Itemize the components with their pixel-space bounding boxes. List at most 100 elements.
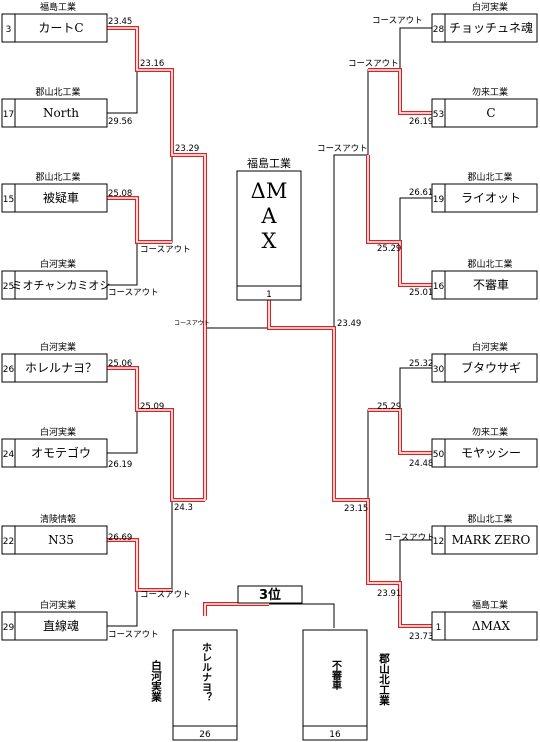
time-label: 25.01 bbox=[409, 288, 433, 298]
champion-name-line: A bbox=[260, 204, 277, 228]
school-name: 福島工業 bbox=[472, 599, 508, 611]
entry-box: 白河実業 24 オモテゴウ bbox=[1, 426, 108, 468]
school-name: 郡山北工業 bbox=[467, 513, 512, 525]
time-label: 25.29 bbox=[377, 244, 401, 254]
time-label: 25.29 bbox=[377, 402, 401, 412]
team-name: C bbox=[486, 106, 495, 120]
school-name: 勿来工業 bbox=[472, 426, 508, 438]
entry-box: 清陵情報 22 N35 bbox=[1, 513, 108, 555]
school-name: 郡山北工業 bbox=[467, 171, 512, 183]
time-label: 29.56 bbox=[108, 117, 132, 127]
entry-number: 28 bbox=[433, 25, 445, 35]
team-name: ライオット bbox=[461, 191, 521, 205]
course-out-label: コースアウト bbox=[174, 319, 210, 327]
time-label: 26.61 bbox=[409, 188, 433, 198]
right-entries: 白河実業 28 チョッチュネ魂 勿来工業 53 C 郡山北工業 19 ライオット… bbox=[431, 1, 538, 641]
time-label: 23.49 bbox=[337, 319, 361, 329]
time-label: 25.06 bbox=[108, 359, 132, 369]
entry-box: 白河実業 29 直線魂 bbox=[1, 599, 108, 641]
course-out-label: コースアウト bbox=[108, 288, 159, 298]
entry-number: 16 bbox=[433, 282, 445, 292]
school-name: 白河実業 bbox=[40, 599, 76, 611]
entry-number: 30 bbox=[433, 365, 445, 375]
school-name: 郡山北工業 bbox=[35, 86, 80, 98]
entry-number: 25 bbox=[3, 282, 14, 292]
time-label: 23.91 bbox=[377, 589, 401, 599]
school-name: 郡山北工業 bbox=[467, 258, 512, 270]
school-name: 清陵情報 bbox=[40, 513, 76, 525]
entry-number: 22 bbox=[3, 537, 14, 547]
school-name: 勿来工業 bbox=[472, 86, 508, 98]
time-label: 26.19 bbox=[108, 460, 132, 470]
team-name: MARK ZERO bbox=[452, 533, 531, 547]
third-left-name: ホレルナヨ？ bbox=[200, 642, 212, 702]
entry-number: 17 bbox=[3, 110, 14, 120]
time-label: 23.45 bbox=[108, 17, 132, 27]
entry-box: 勿来工業 53 C bbox=[431, 86, 538, 128]
entry-number: 53 bbox=[433, 110, 444, 120]
team-name: チョッチュネ魂 bbox=[449, 20, 533, 35]
course-out-label: コースアウト bbox=[348, 59, 399, 69]
team-name: オモテゴウ bbox=[31, 445, 91, 460]
time-label: 25.32 bbox=[409, 359, 433, 369]
team-name: 不審車 bbox=[473, 277, 509, 292]
entry-box: 郡山北工業 17 North bbox=[1, 86, 108, 128]
team-name: North bbox=[43, 106, 79, 120]
entry-box: 福島工業 1 ΔMAX bbox=[431, 599, 538, 641]
entry-number: 1 bbox=[436, 623, 442, 633]
team-name: ブタウサギ bbox=[461, 360, 521, 375]
entry-number: 26 bbox=[3, 365, 15, 375]
entry-box: 郡山北工業 19 ライオット bbox=[431, 171, 538, 213]
champion-school: 福島工業 bbox=[247, 156, 291, 170]
school-name: 白河実業 bbox=[472, 341, 508, 353]
champion-name-line: X bbox=[262, 229, 277, 253]
school-name: 白河実業 bbox=[40, 426, 76, 438]
course-out-label: コースアウト bbox=[384, 533, 435, 543]
time-label: 23.29 bbox=[175, 144, 199, 154]
entry-box: 郡山北工業 16 不審車 bbox=[431, 258, 538, 300]
time-label: 23.73 bbox=[409, 632, 433, 642]
time-label: 23.16 bbox=[140, 59, 164, 69]
entry-number: 15 bbox=[3, 195, 14, 205]
time-label: 23.15 bbox=[344, 504, 368, 514]
result-labels: 23.45 29.56 23.16 25.08 コースアウト コースアウト 23… bbox=[108, 16, 435, 642]
team-name: ΔMAX bbox=[472, 619, 511, 633]
time-label: 24.48 bbox=[409, 459, 433, 469]
entry-box: 郡山北工業 12 MARK ZERO bbox=[431, 513, 538, 555]
course-out-label: コースアウト bbox=[140, 245, 191, 255]
team-name: ミオチャンカミオシ bbox=[12, 279, 111, 292]
entry-box: 白河実業 30 ブタウサギ bbox=[431, 341, 538, 383]
entry-box: 白河実業 26 ホレルナヨ？ bbox=[1, 341, 108, 383]
entry-number: 3 bbox=[6, 25, 12, 35]
entry-number: 19 bbox=[433, 195, 445, 205]
entry-box: 福島工業 3 カートC bbox=[1, 1, 108, 43]
entry-box: 郡山北工業 15 被疑車 bbox=[1, 171, 108, 213]
champion-box: 福島工業 ΔM A X 1 bbox=[236, 156, 302, 301]
school-name: 白河実業 bbox=[472, 1, 508, 13]
left-entries: 福島工業 3 カートC 郡山北工業 17 North 郡山北工業 15 被疑車 … bbox=[1, 1, 111, 641]
time-label: 25.09 bbox=[140, 402, 164, 412]
third-place: 3位 26 ホレルナヨ？ 白河実業 16 不審車 郡山北工業 bbox=[150, 585, 390, 741]
school-name: 郡山北工業 bbox=[35, 171, 80, 183]
third-right-number: 16 bbox=[329, 730, 341, 740]
champion-number: 1 bbox=[266, 290, 272, 300]
course-out-label: コースアウト bbox=[108, 630, 159, 640]
champion-name-line: ΔM bbox=[251, 179, 288, 203]
team-name: カートC bbox=[38, 21, 83, 35]
school-name: 白河実業 bbox=[40, 341, 76, 353]
third-right-name: 不審車 bbox=[330, 660, 343, 691]
third-left-number: 26 bbox=[199, 730, 211, 740]
school-name: 白河実業 bbox=[40, 258, 76, 270]
team-name: N35 bbox=[48, 533, 74, 547]
team-name: ホレルナヨ？ bbox=[25, 361, 97, 375]
time-label: 24.3 bbox=[174, 503, 193, 513]
third-place-title: 3位 bbox=[259, 587, 281, 603]
time-label: 26.19 bbox=[409, 117, 433, 127]
team-name: 被疑車 bbox=[43, 190, 79, 205]
third-left-school: 白河実業 bbox=[150, 659, 162, 703]
time-label: 26.69 bbox=[108, 533, 132, 543]
course-out-label: コースアウト bbox=[317, 144, 368, 154]
entry-number: 29 bbox=[3, 623, 15, 633]
third-right-school: 郡山北工業 bbox=[378, 653, 390, 706]
